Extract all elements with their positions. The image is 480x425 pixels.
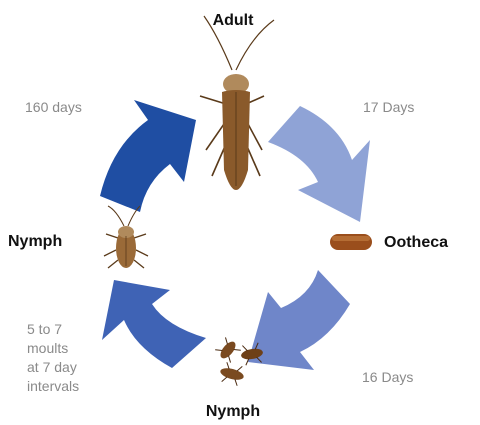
adult-cockroach-icon [200, 16, 274, 190]
arrow-nymph-to-adult [100, 100, 196, 212]
duration-160-days-label: 160 days [25, 99, 82, 115]
stage-adult-label: Adult [213, 12, 255, 29]
stage-nymph-bottom-label: Nymph [206, 403, 260, 420]
moults-line-4: intervals [27, 378, 79, 394]
moults-line-3: at 7 day [27, 359, 77, 375]
moults-line-2: moults [27, 340, 68, 356]
nymph-cockroach-icon [104, 206, 148, 268]
arrow-adult-to-ootheca [268, 106, 370, 222]
duration-16-days-label: 16 Days [362, 369, 413, 385]
duration-moults-label: 5 to 7 moults at 7 day intervals [27, 321, 81, 394]
stage-ootheca-label: Ootheca [384, 234, 448, 251]
duration-17-days-label: 17 Days [363, 99, 414, 115]
stage-nymph-left-label: Nymph [8, 233, 62, 250]
moults-line-1: 5 to 7 [27, 321, 62, 337]
ootheca-egg-case-icon [330, 234, 372, 250]
arrow-ootheca-to-nymph [248, 270, 350, 370]
arrow-nymph-to-nymph [102, 280, 206, 368]
